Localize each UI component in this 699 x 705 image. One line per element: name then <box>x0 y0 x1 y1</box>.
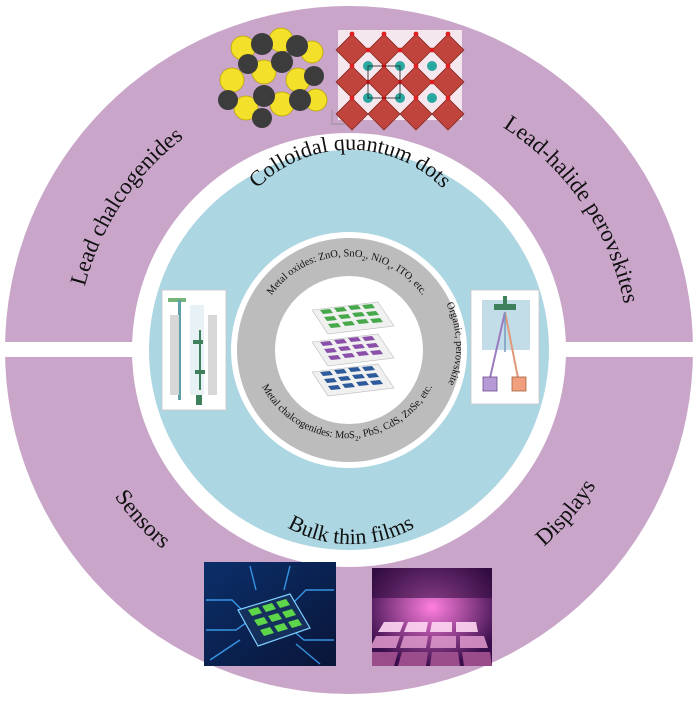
right-device-schematic-icon <box>470 289 540 405</box>
divider-left <box>0 342 135 357</box>
left-device-schematic-icon <box>161 289 227 411</box>
layered-film-stack-icon <box>311 301 395 397</box>
sensor-chip-image <box>204 562 336 666</box>
display-image <box>370 568 492 666</box>
perovskite-lattice-icon <box>331 30 465 131</box>
lead-chalcogenide-crystal-icon <box>218 27 328 128</box>
divider-right <box>564 342 699 357</box>
